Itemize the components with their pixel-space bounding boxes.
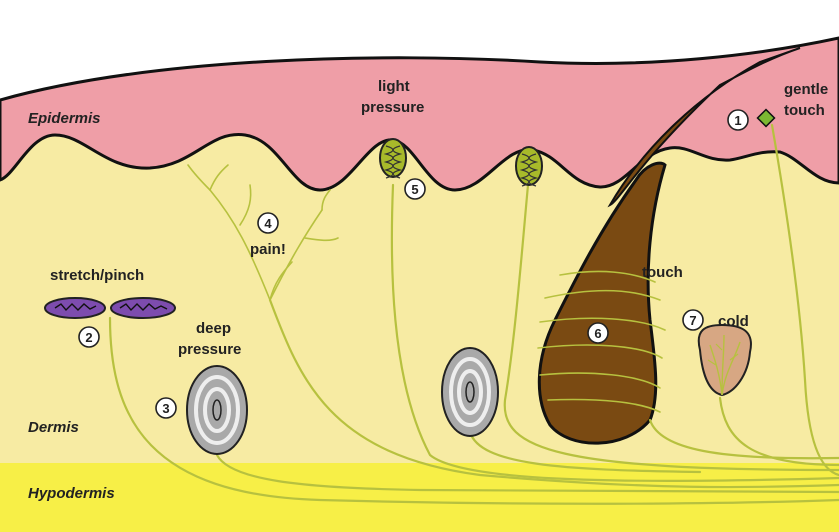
light-pressure-corpuscle (379, 138, 407, 179)
nerve-fibers (108, 123, 839, 505)
epidermis-label: Epidermis (28, 110, 101, 127)
light-pressure-label-line2: pressure (361, 99, 424, 116)
touch-label: touch (642, 264, 683, 281)
marker-3: 3 (155, 397, 177, 419)
dermis-label: Dermis (28, 419, 79, 436)
hair-shaft (607, 47, 801, 208)
stretch-pinch-label: stretch/pinch (50, 267, 144, 284)
svg-text:5: 5 (411, 182, 418, 197)
hypodermis-label: Hypodermis (28, 485, 115, 502)
pain-label: pain! (250, 241, 286, 258)
deep-pressure-corpuscle-2 (441, 347, 499, 437)
svg-text:6: 6 (594, 326, 601, 341)
stretch-pinch-receptor (44, 297, 176, 319)
marker-1: 1 (727, 109, 749, 131)
svg-text:1: 1 (734, 113, 741, 128)
dermis-layer (0, 120, 839, 465)
gentle-touch-label-line1: gentle (784, 81, 828, 98)
cold-receptor-bulb (697, 323, 752, 397)
light-pressure-corpuscle-2 (515, 146, 543, 187)
marker-5: 5 (404, 178, 426, 200)
epidermis-layer (0, 36, 839, 192)
svg-text:2: 2 (85, 330, 92, 345)
deep-pressure-corpuscle (186, 365, 248, 455)
svg-text:7: 7 (689, 313, 696, 328)
gentle-touch-ending (756, 108, 776, 128)
hypodermis-layer (0, 463, 839, 532)
marker-4: 4 (257, 212, 279, 234)
marker-6: 6 (587, 322, 609, 344)
deep-pressure-label-line2: pressure (178, 341, 241, 358)
svg-text:3: 3 (162, 401, 169, 416)
deep-pressure-label-line1: deep (196, 320, 231, 337)
light-pressure-label-line1: light (378, 78, 410, 95)
marker-7: 7 (682, 309, 704, 331)
svg-text:4: 4 (264, 216, 272, 231)
marker-2: 2 (78, 326, 100, 348)
gentle-touch-label-line2: touch (784, 102, 825, 119)
cold-label: cold (718, 313, 749, 330)
